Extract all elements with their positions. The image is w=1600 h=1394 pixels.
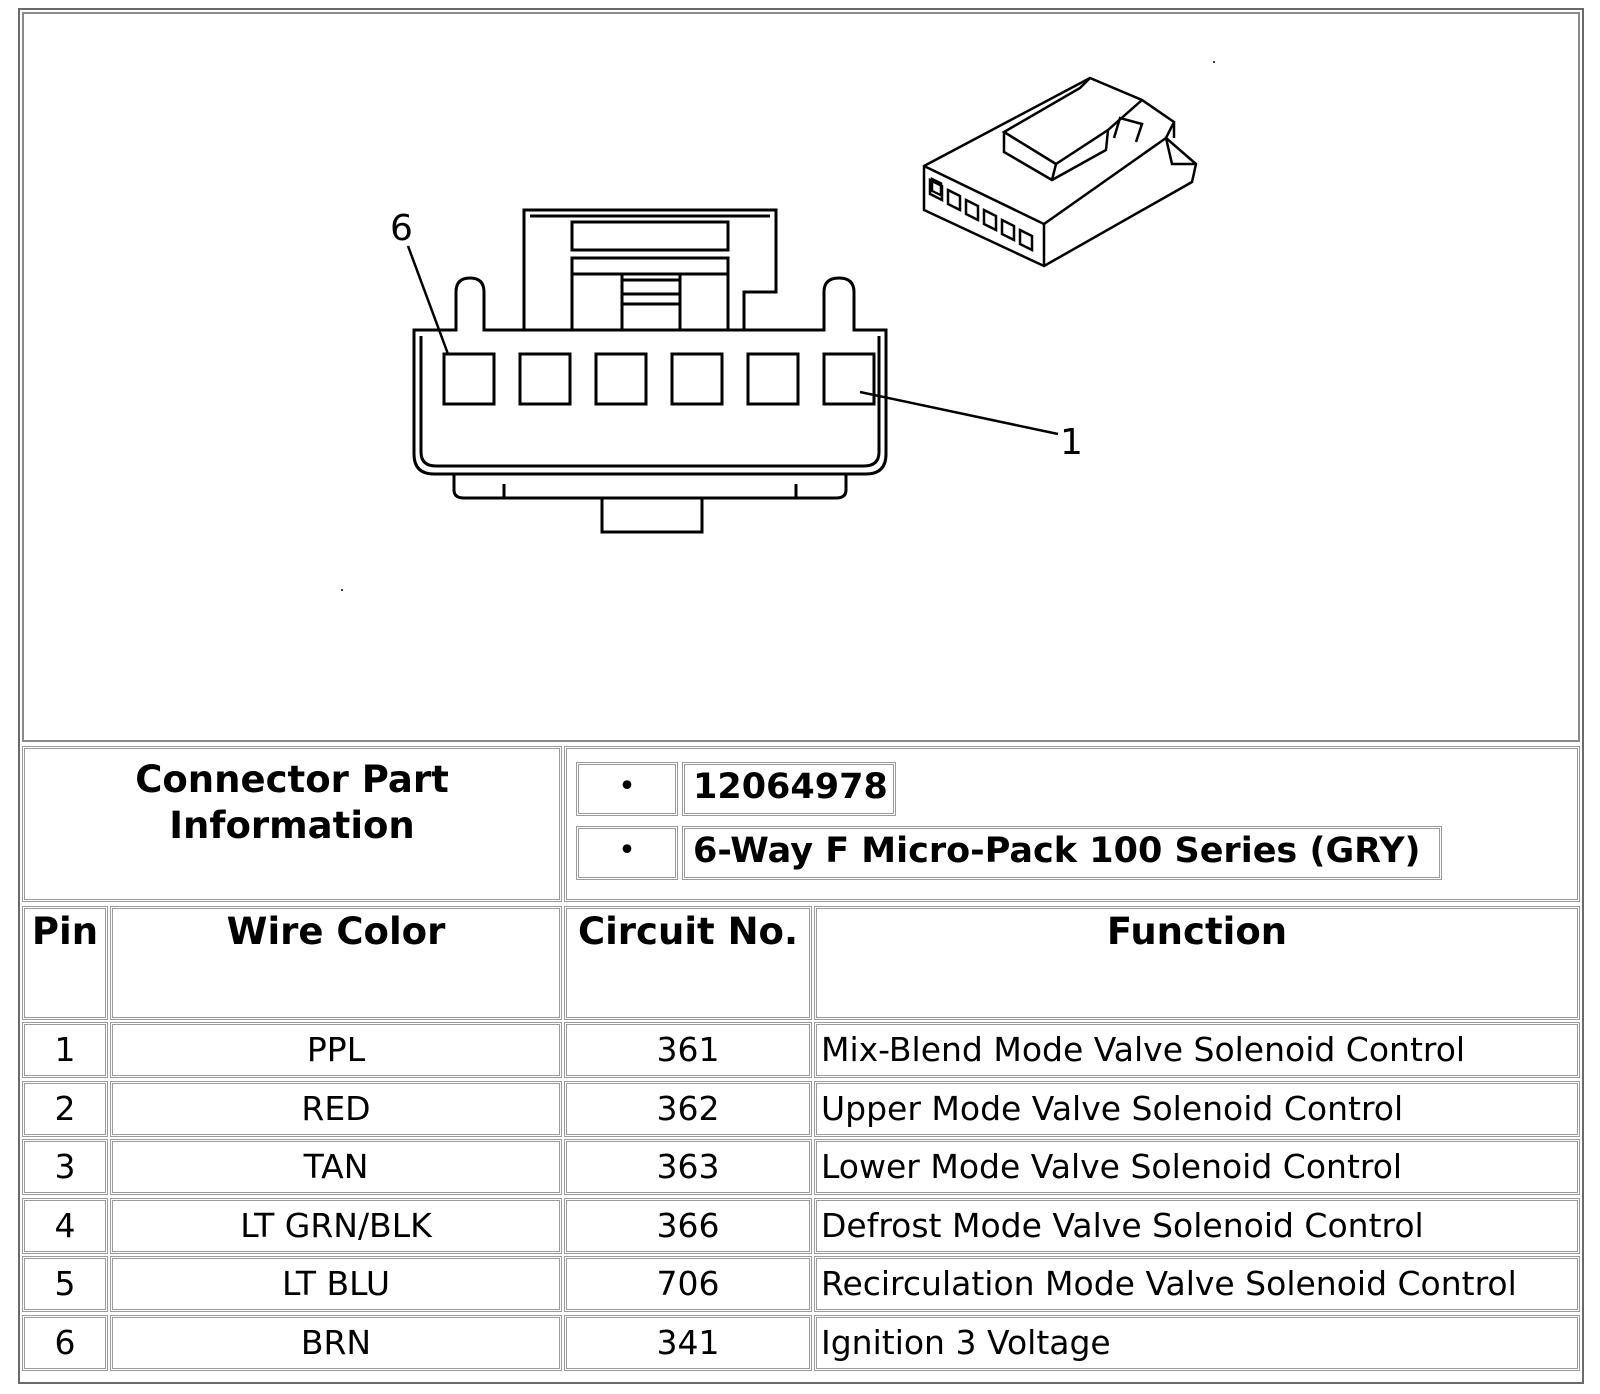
cell-wire-color: PPL xyxy=(110,1022,562,1078)
pin-cavity xyxy=(594,352,648,406)
cell-function: Ignition 3 Voltage xyxy=(814,1315,1580,1371)
cell-circuit-text: 363 xyxy=(656,1147,720,1187)
cell-circuit-text: 706 xyxy=(656,1264,720,1304)
cell-function-text: Ignition 3 Voltage xyxy=(821,1323,1111,1362)
connector-isometric-view xyxy=(922,76,1198,268)
bullet-icon: • xyxy=(618,833,636,868)
cell-circuit-text: 366 xyxy=(656,1205,720,1245)
cell-pin-text: 6 xyxy=(54,1323,76,1362)
connector-info-label-cell: Connector Part Information xyxy=(22,746,562,902)
cell-wire-color-text: PPL xyxy=(306,1030,366,1069)
cell-wire-color-text: RED xyxy=(301,1088,371,1128)
cell-wire-color-text: LT BLU xyxy=(281,1264,391,1304)
cell-pin: 3 xyxy=(22,1139,108,1196)
cell-function: Recirculation Mode Valve Solenoid Contro… xyxy=(814,1256,1580,1313)
header-circuit: Circuit No. xyxy=(564,906,812,1020)
part-number-cell: 12064978 xyxy=(682,762,896,816)
cell-wire-color: LT GRN/BLK xyxy=(110,1197,562,1254)
pin-6-callout: 6 xyxy=(390,208,413,249)
cell-function-text: Mix-Blend Mode Valve Solenoid Control xyxy=(821,1030,1466,1069)
cell-wire-color-text: TAN xyxy=(303,1147,369,1187)
cell-pin-text: 3 xyxy=(54,1147,76,1187)
header-pin-label: Pin xyxy=(31,910,99,953)
cell-wire-color-text: LT GRN/BLK xyxy=(240,1205,432,1245)
cell-wire-color: RED xyxy=(110,1080,562,1137)
bullet-icon: • xyxy=(618,769,636,804)
cell-pin-text: 2 xyxy=(54,1088,76,1128)
cell-function: Mix-Blend Mode Valve Solenoid Control xyxy=(814,1022,1580,1078)
pin-cavity xyxy=(670,352,724,406)
cell-function-text: Lower Mode Valve Solenoid Control xyxy=(821,1147,1403,1187)
header-function-label: Function xyxy=(1106,910,1288,953)
cell-circuit-text: 361 xyxy=(656,1030,720,1069)
cell-wire-color: TAN xyxy=(110,1139,562,1196)
cell-function: Upper Mode Valve Solenoid Control xyxy=(814,1080,1580,1137)
cell-pin: 6 xyxy=(22,1315,108,1371)
cell-pin-text: 4 xyxy=(54,1205,76,1245)
cell-pin: 4 xyxy=(22,1197,108,1254)
bullet-cell: • xyxy=(576,762,678,816)
cell-function: Defrost Mode Valve Solenoid Control xyxy=(814,1197,1580,1254)
connector-description: 6-Way F Micro-Pack 100 Series (GRY) xyxy=(693,831,1421,871)
cell-function-text: Recirculation Mode Valve Solenoid Contro… xyxy=(821,1264,1517,1304)
header-wire-color-label: Wire Color xyxy=(226,910,446,953)
cell-circuit: 361 xyxy=(564,1022,812,1078)
cell-pin-text: 5 xyxy=(54,1264,76,1304)
header-pin: Pin xyxy=(22,906,108,1020)
cell-pin: 1 xyxy=(22,1022,108,1078)
cell-function-text: Defrost Mode Valve Solenoid Control xyxy=(821,1205,1424,1245)
pin-cavity xyxy=(518,352,572,406)
part-number: 12064978 xyxy=(693,767,888,807)
connector-info-title: Connector Part Information xyxy=(135,758,449,847)
cell-pin-text: 1 xyxy=(54,1030,76,1069)
leader-line-pin-1 xyxy=(859,390,1059,436)
cell-pin: 2 xyxy=(22,1080,108,1137)
connector-description-cell: 6-Way F Micro-Pack 100 Series (GRY) xyxy=(682,826,1442,880)
pin-cavity xyxy=(746,352,800,406)
cell-circuit: 362 xyxy=(564,1080,812,1137)
cell-wire-color: BRN xyxy=(110,1315,562,1371)
cell-circuit-text: 362 xyxy=(656,1088,720,1128)
connector-drawing: 6 1 xyxy=(341,61,1215,591)
cell-wire-color-text: BRN xyxy=(300,1323,372,1362)
pin-cavity xyxy=(442,352,496,406)
connector-diagram: 6 1 xyxy=(22,12,1580,742)
cell-wire-color: LT BLU xyxy=(110,1256,562,1313)
header-circuit-label: Circuit No. xyxy=(577,910,799,953)
cell-circuit: 366 xyxy=(564,1197,812,1254)
cell-circuit: 341 xyxy=(564,1315,812,1371)
header-wire-color: Wire Color xyxy=(110,906,562,1020)
bullet-cell: • xyxy=(576,826,678,880)
cell-circuit-text: 341 xyxy=(656,1323,720,1362)
header-function: Function xyxy=(814,906,1580,1020)
cell-function: Lower Mode Valve Solenoid Control xyxy=(814,1139,1580,1196)
leader-line-pin-6 xyxy=(406,245,450,355)
cell-pin: 5 xyxy=(22,1256,108,1313)
pin-cavity xyxy=(822,352,876,406)
cell-circuit: 706 xyxy=(564,1256,812,1313)
cell-circuit: 363 xyxy=(564,1139,812,1196)
cell-function-text: Upper Mode Valve Solenoid Control xyxy=(821,1088,1404,1128)
pin-1-callout: 1 xyxy=(1060,422,1083,463)
document-frame xyxy=(18,8,1584,1384)
